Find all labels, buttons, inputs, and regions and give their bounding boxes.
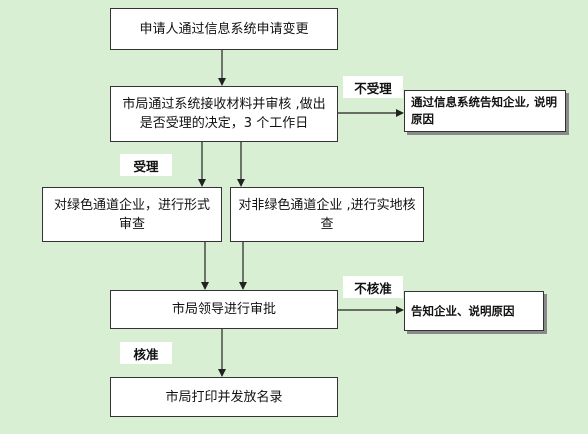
step-print-issue-text: 市局打印并发放名录 bbox=[165, 389, 283, 405]
step-apply-text: 申请人通过信息系统申请变更 bbox=[139, 21, 309, 37]
step-green-channel: 对绿色通道企业，进行形式审查 bbox=[42, 187, 222, 242]
step-leader-approval: 市局领导进行审批 bbox=[110, 290, 338, 329]
label-not-accepted: 不受理 bbox=[343, 76, 403, 98]
label-approved: 核准 bbox=[120, 342, 172, 364]
label-accepted: 受理 bbox=[120, 154, 172, 176]
step-notify-reason-1: 通过信息系统告知企业, 说明原因 bbox=[404, 90, 566, 132]
step-non-green-channel-text: 对非绿色通道企业 ,进行实地核查 bbox=[238, 197, 416, 232]
step-apply: 申请人通过信息系统申请变更 bbox=[110, 8, 338, 50]
step-receive-review: 市局通过系统接收材料并审核 ,做出是否受理的决定，3 个工作日 bbox=[110, 86, 338, 142]
step-print-issue: 市局打印并发放名录 bbox=[110, 377, 338, 417]
label-not-approved: 不核准 bbox=[343, 276, 403, 298]
step-notify-reason-2-text: 告知企业、说明原因 bbox=[411, 303, 515, 318]
step-green-channel-text: 对绿色通道企业，进行形式审查 bbox=[53, 197, 210, 232]
step-non-green-channel: 对非绿色通道企业 ,进行实地核查 bbox=[230, 187, 424, 242]
step-notify-reason-1-text: 通过信息系统告知企业, 说明原因 bbox=[411, 95, 558, 126]
step-notify-reason-2: 告知企业、说明原因 bbox=[404, 291, 544, 331]
step-receive-review-text: 市局通过系统接收材料并审核 ,做出是否受理的决定，3 个工作日 bbox=[122, 97, 326, 131]
step-leader-approval-text: 市局领导进行审批 bbox=[171, 302, 276, 317]
